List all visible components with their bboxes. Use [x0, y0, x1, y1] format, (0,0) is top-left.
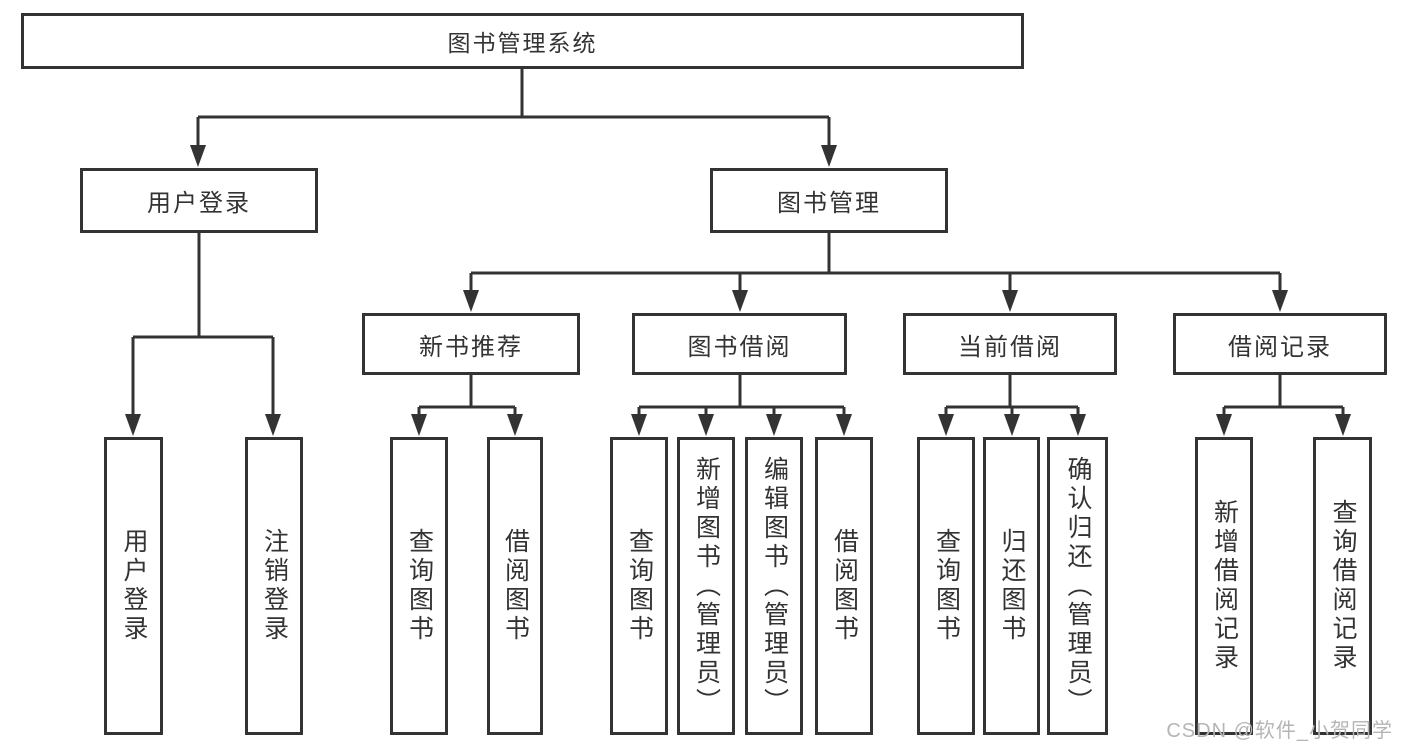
arrow-borrow-add [698, 414, 714, 436]
leaf-current-return-books: 归还图书 [983, 437, 1040, 735]
node-root-book-management-system: 图书管理系统 [21, 13, 1024, 69]
arrow-leaf-logout [265, 414, 281, 436]
arrow-new-book-recommend [463, 290, 479, 312]
node-borrow-record: 借阅记录 [1173, 313, 1387, 375]
arrow-recommend-borrow [507, 414, 523, 436]
arrow-borrow-query [631, 414, 647, 436]
arrow-leaf-user-login [125, 414, 141, 436]
arrow-book-borrow [732, 290, 748, 312]
arrow-current-borrow [1002, 290, 1018, 312]
leaf-recommend-borrow-books: 借阅图书 [487, 437, 543, 735]
leaf-recommend-query-books: 查询图书 [390, 437, 448, 735]
csdn-watermark: CSDN @软件_小贺同学 [1166, 720, 1393, 742]
arrow-current-return [1004, 414, 1020, 436]
arrow-borrow-edit [766, 414, 782, 436]
arrow-current-query [938, 414, 954, 436]
leaf-borrow-borrow-books: 借阅图书 [815, 437, 873, 735]
node-user-login: 用户登录 [80, 168, 318, 233]
leaf-borrow-edit-books: 编辑图书（管理员） [745, 437, 803, 735]
leaf-record-query-record: 查询借阅记录 [1313, 437, 1372, 735]
leaf-record-add-record: 新增借阅记录 [1195, 437, 1253, 735]
arrow-recommend-query [411, 414, 427, 436]
leaf-borrow-add-books: 新增图书（管理员） [677, 437, 735, 735]
node-book-borrow: 图书借阅 [632, 313, 847, 375]
leaf-current-confirm-return: 确认归还（管理员） [1047, 437, 1108, 735]
leaf-logout: 注销登录 [245, 437, 303, 735]
arrow-record-add [1216, 414, 1232, 436]
arrow-record-query [1335, 414, 1351, 436]
arrow-borrow-borrow [836, 414, 852, 436]
arrow-borrow-record [1272, 290, 1288, 312]
node-book-management: 图书管理 [710, 168, 948, 233]
leaf-user-login: 用户登录 [104, 437, 163, 735]
arrow-user-login [190, 145, 206, 167]
arrow-book-management [821, 145, 837, 167]
leaf-current-query-books: 查询图书 [917, 437, 975, 735]
leaf-borrow-query-books: 查询图书 [610, 437, 668, 735]
node-new-book-recommend: 新书推荐 [362, 313, 580, 375]
arrow-current-confirm [1070, 414, 1086, 436]
node-current-borrow: 当前借阅 [903, 313, 1117, 375]
